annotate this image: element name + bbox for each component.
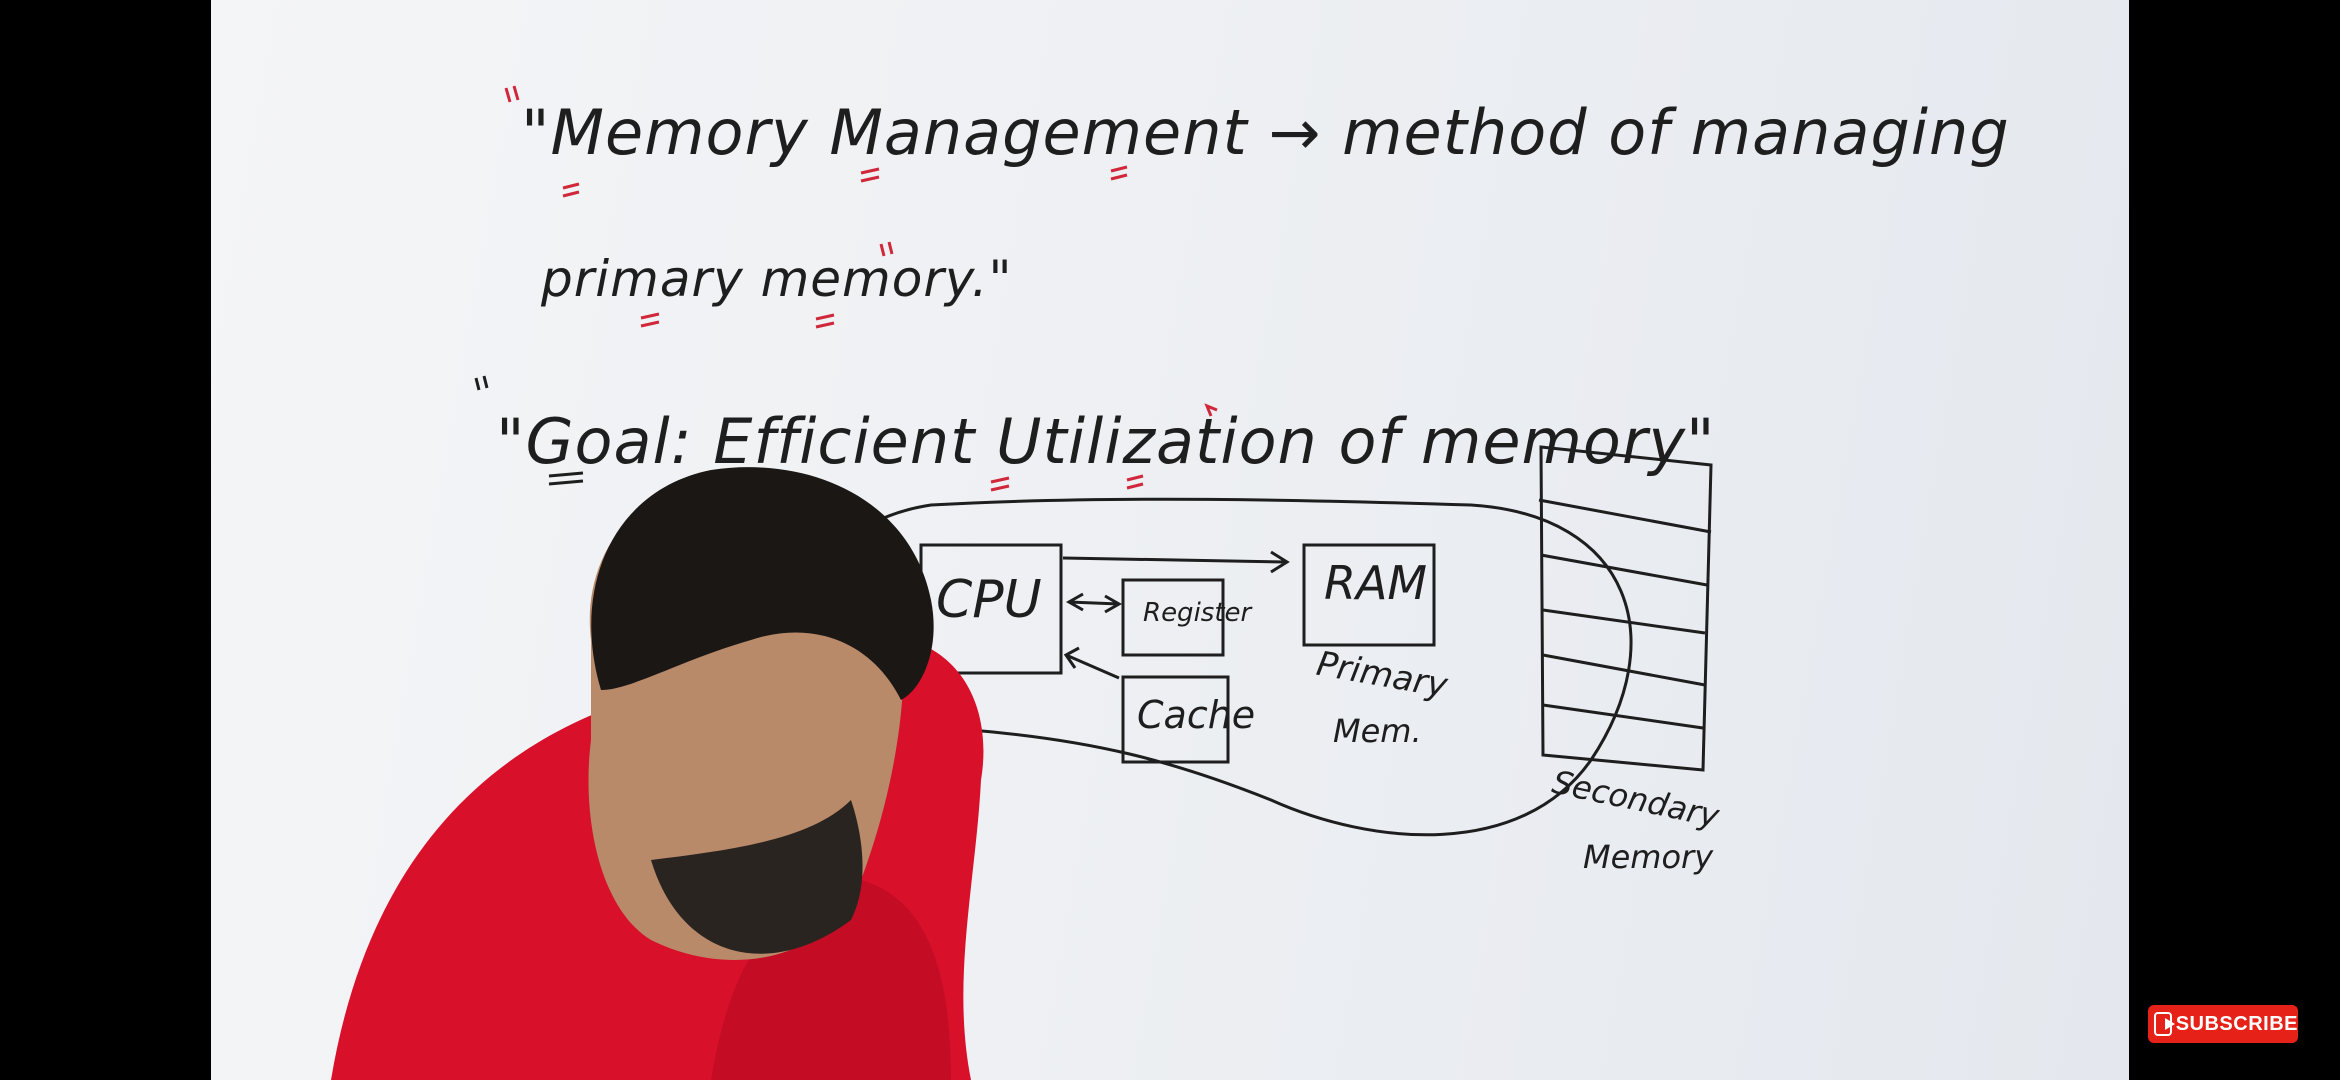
whiteboard-drawing xyxy=(331,85,1713,1080)
primary-memory-label-line2: Mem. xyxy=(1333,712,1422,750)
register-label: Register xyxy=(1143,598,1252,628)
play-icon xyxy=(2154,1012,2175,1036)
memory-management-definition-line2: primary memory." xyxy=(541,250,1013,308)
secondary-memory-stack xyxy=(1538,445,1713,772)
goal-statement: "Goal: Efficient Utilization of memory" xyxy=(496,405,1716,478)
ram-box xyxy=(1302,543,1436,647)
register-box xyxy=(1121,578,1225,657)
emphasis-marks xyxy=(504,85,1218,492)
primary-memory-boundary xyxy=(801,497,1633,837)
cpu-label: CPU xyxy=(936,570,1042,630)
ram-label: RAM xyxy=(1324,556,1428,610)
secondary-memory-label-line2: Memory xyxy=(1583,838,1714,876)
presenter xyxy=(331,467,984,1080)
cache-label: Cache xyxy=(1137,693,1256,737)
memory-management-definition-line1: "Memory Management → method of managing xyxy=(521,96,2010,169)
video-frame[interactable]: "Memory Management → method of managing … xyxy=(211,0,2129,1080)
arrows xyxy=(1062,550,1290,680)
subscribe-button[interactable]: SUBSCRIBE xyxy=(2148,1005,2298,1043)
subscribe-label: SUBSCRIBE xyxy=(2175,1012,2298,1035)
cache-box xyxy=(1121,675,1230,764)
